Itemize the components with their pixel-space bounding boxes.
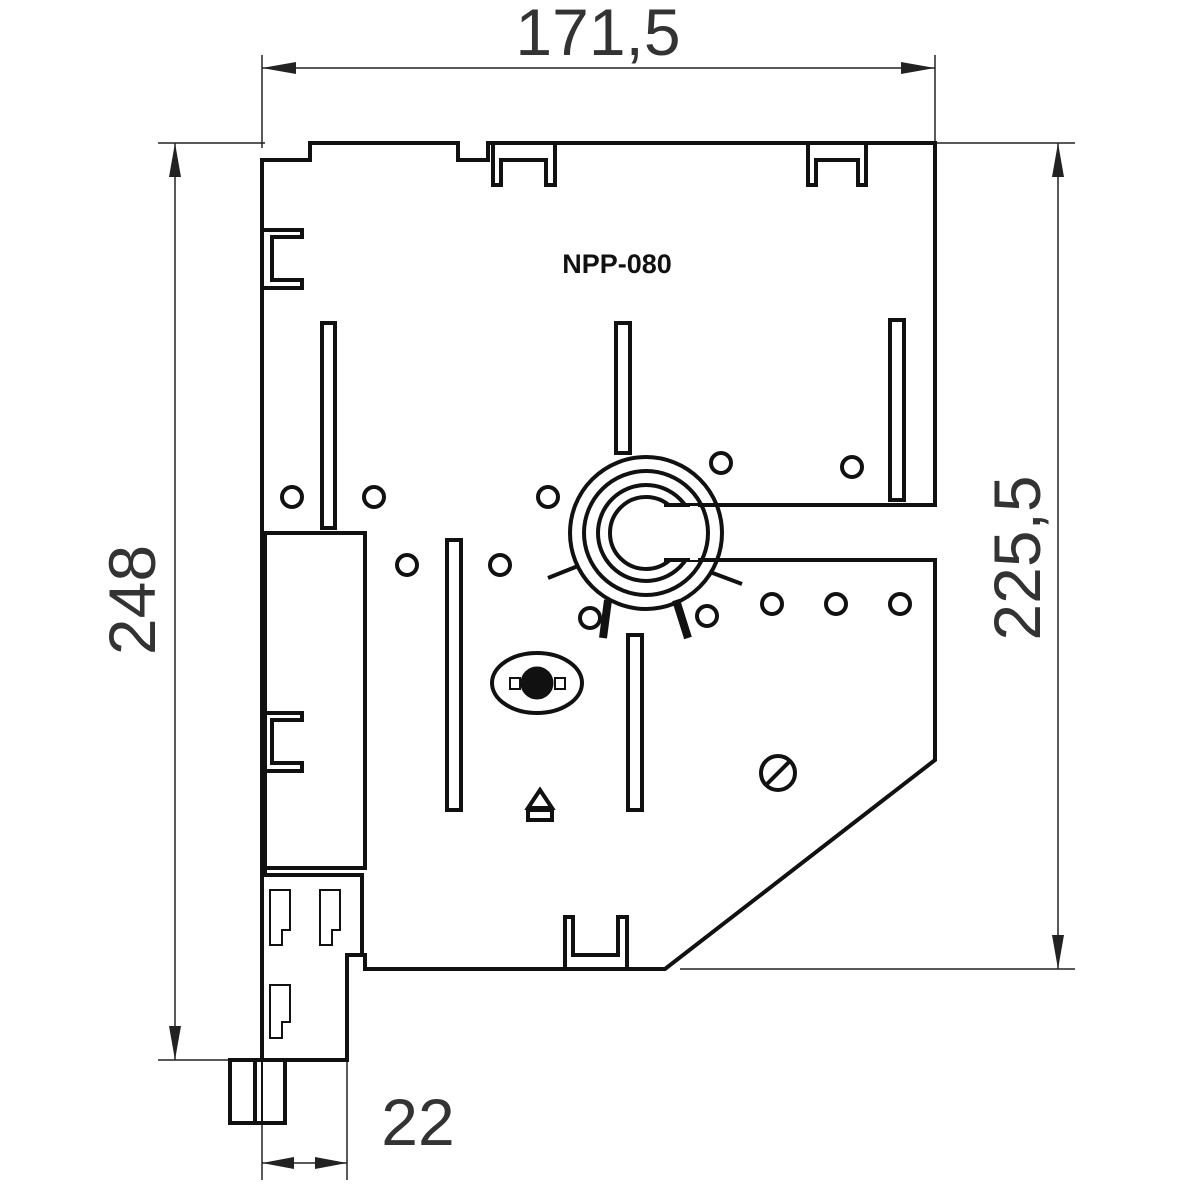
- body-height-dimension-label: 225,5: [980, 475, 1054, 640]
- side-latch-bottom: [265, 711, 304, 773]
- width-dimension: 171,5: [261, 0, 936, 148]
- slot-1: [320, 321, 337, 530]
- housing-outline: [260, 141, 937, 1062]
- terminal-left-2: [319, 889, 341, 946]
- connector-width-dimension-label: 22: [381, 1085, 454, 1159]
- hole: [395, 553, 419, 577]
- hole: [488, 553, 512, 577]
- total-height-dimension: 248: [95, 142, 265, 1061]
- body-height-dimension: 225,5: [680, 142, 1075, 970]
- top-latch-right: [806, 143, 868, 187]
- width-dimension-label: 171,5: [515, 0, 680, 69]
- hole: [536, 485, 560, 509]
- terminal-left-1: [269, 889, 291, 946]
- slot-3: [888, 318, 906, 502]
- slot-4: [445, 538, 463, 812]
- adjustment-screw: [759, 754, 797, 792]
- contact-window: [490, 651, 584, 715]
- total-height-dimension-label: 248: [95, 545, 169, 655]
- hole: [578, 606, 602, 630]
- terminal-left-3: [269, 984, 291, 1039]
- contact-arm: [648, 506, 698, 560]
- side-latch-top: [262, 228, 304, 290]
- side-module: [263, 531, 367, 870]
- terminal-block: [263, 868, 364, 955]
- bottom-latch: [563, 915, 629, 969]
- connector-plug: [228, 1058, 287, 1125]
- hole: [824, 592, 848, 616]
- hole: [280, 485, 304, 509]
- rotary-contact: [547, 455, 743, 640]
- connector-width-dimension: 22: [261, 1060, 455, 1180]
- model-label: NPP-080: [562, 249, 672, 279]
- hole: [709, 451, 733, 475]
- hole: [362, 485, 386, 509]
- arrow-marker: [524, 786, 556, 822]
- hole: [760, 592, 784, 616]
- hole: [840, 455, 864, 479]
- slot-5: [626, 633, 644, 812]
- top-latch-left: [491, 143, 557, 187]
- hole: [695, 604, 719, 628]
- holes: [280, 451, 912, 630]
- slot-2: [614, 321, 632, 455]
- hole: [888, 592, 912, 616]
